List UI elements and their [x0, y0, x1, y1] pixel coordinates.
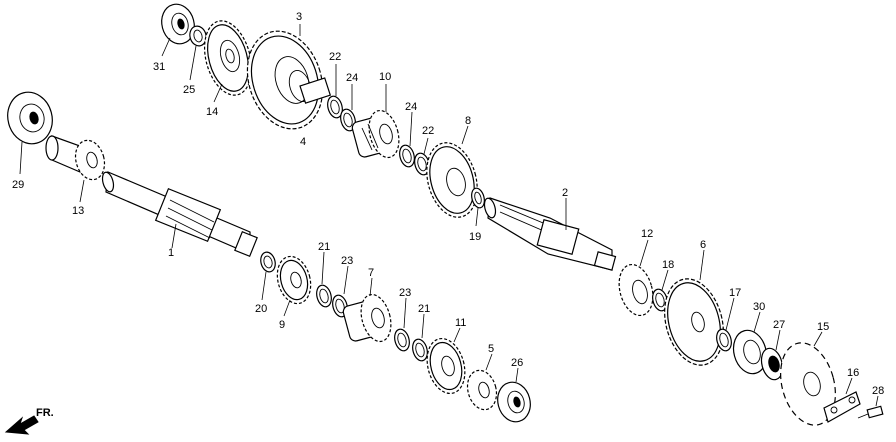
- part-7-gear: [342, 293, 392, 343]
- part-14-gear: [203, 20, 253, 96]
- label-26: 26: [511, 357, 523, 369]
- label-22a: 22: [329, 51, 341, 63]
- label-11: 11: [455, 317, 466, 329]
- label-2: 2: [562, 187, 568, 199]
- part-25-washer: [189, 25, 207, 47]
- part-10-gear: [351, 109, 400, 159]
- label-24b: 24: [405, 101, 417, 113]
- label-1: 1: [168, 247, 174, 259]
- part-13-gear: [45, 135, 106, 181]
- label-7: 7: [368, 267, 374, 279]
- label-12: 12: [641, 228, 653, 240]
- leader-lines: [19, 24, 879, 407]
- part-23-washer-2: [394, 328, 410, 352]
- label-20: 20: [255, 303, 267, 315]
- label-8: 8: [465, 115, 471, 127]
- part-22-circlip-2: [414, 152, 430, 176]
- label-3: 3: [296, 11, 302, 23]
- part-6-gear: [664, 278, 724, 366]
- label-31: 31: [153, 61, 165, 73]
- part-8-gear: [426, 142, 478, 218]
- label-17: 17: [729, 287, 741, 299]
- label-29: 29: [12, 179, 24, 191]
- part-22-circlip: [327, 95, 343, 119]
- label-19: 19: [469, 231, 481, 243]
- label-13: 13: [72, 205, 84, 217]
- label-18: 18: [662, 259, 674, 271]
- label-15: 15: [817, 321, 829, 333]
- label-23b: 23: [399, 287, 411, 299]
- label-21a: 21: [318, 241, 330, 253]
- part-15-sprocket: [780, 342, 836, 426]
- label-6: 6: [700, 239, 706, 251]
- label-16: 16: [847, 367, 859, 379]
- label-23a: 23: [341, 255, 353, 267]
- part-29-bearing: [7, 91, 53, 145]
- part-28-bolt: [857, 405, 884, 419]
- label-21b: 21: [418, 303, 430, 315]
- part-16-plate: [823, 391, 861, 423]
- part-24-washer: [340, 108, 356, 132]
- part-5-gear: [466, 369, 498, 411]
- front-direction-arrow: FR.: [4, 407, 54, 435]
- part-21-circlip-2: [412, 338, 428, 362]
- part-19-washer: [471, 187, 485, 209]
- part-labels: 31 25 14 3 4 22 24 10 24 22 8 19 2 12 18…: [12, 11, 884, 397]
- part-21-circlip: [316, 284, 332, 308]
- part-30-bearing: [732, 329, 768, 375]
- front-direction-label: FR.: [36, 407, 54, 419]
- part-18-washer: [652, 288, 668, 312]
- part-1-shaft: [101, 171, 258, 258]
- part-23-washer: [332, 294, 348, 318]
- label-5: 5: [488, 343, 494, 355]
- label-9: 9: [279, 319, 285, 331]
- label-27: 27: [773, 319, 785, 331]
- part-17-washer: [716, 328, 732, 352]
- part-26-bearing: [497, 381, 531, 423]
- label-10: 10: [379, 71, 391, 83]
- label-22b: 22: [422, 125, 434, 137]
- part-2-shaft: [483, 197, 617, 271]
- part-12-gear: [618, 263, 654, 317]
- part-11-gear: [426, 337, 466, 395]
- label-24a: 24: [346, 72, 358, 84]
- label-30: 30: [753, 301, 765, 313]
- label-25: 25: [183, 84, 195, 96]
- part-24-washer-2: [399, 144, 415, 168]
- label-4: 4: [300, 136, 306, 148]
- part-9-gear: [276, 255, 312, 305]
- part-20-washer: [260, 251, 276, 273]
- label-14: 14: [206, 106, 218, 118]
- part-31-bearing: [161, 3, 195, 45]
- part-27-seal: [760, 347, 784, 381]
- part-3-gear: [246, 30, 332, 130]
- label-28: 28: [872, 385, 884, 397]
